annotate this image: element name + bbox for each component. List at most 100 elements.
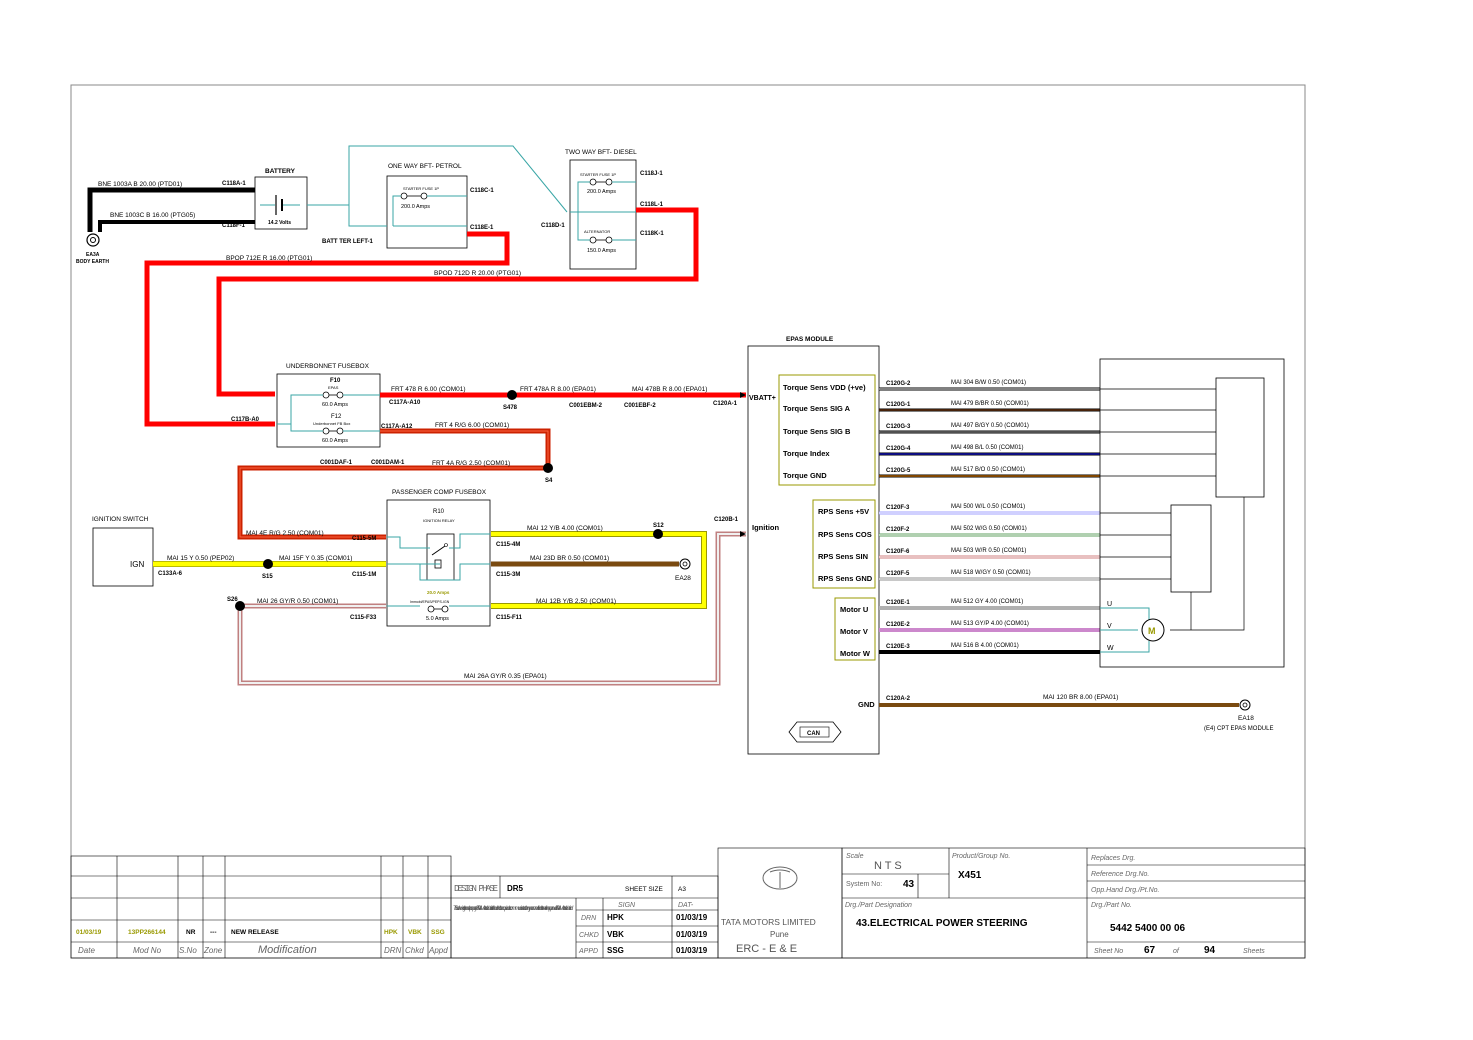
motor-letter: M <box>1148 626 1156 636</box>
motor: M U V W <box>1100 601 1165 653</box>
svg-text:MAI 23D BR 0.50 (COM01): MAI 23D BR 0.50 (COM01) <box>530 555 609 562</box>
rev-date: 01/03/19 <box>76 929 102 936</box>
epas-harness-wire-label: MAI 513 GY/P 4.00 (COM01) <box>951 621 1029 627</box>
scale-label: Scale <box>846 853 864 860</box>
bft-petrol-fuse-label: STARTER FUSE 1P <box>403 186 439 191</box>
epas-torque-pins: Torque Sens VDD (+ve) Torque Sens SIG A … <box>783 383 866 480</box>
bft-diesel-title: TWO WAY BFT- DIESEL <box>565 149 637 156</box>
tata-logo <box>762 866 798 890</box>
epas-pin: Torque Sens SIG A <box>783 404 851 413</box>
splice-s478 <box>507 390 517 400</box>
reference-label: Reference Drg.No. <box>1091 871 1149 878</box>
bft-petrol: ONE WAY BFT- PETROL STARTER FUSE 1P 200.… <box>322 163 494 249</box>
bft-diesel-conn-k: C118K-1 <box>640 231 664 237</box>
bft-petrol-title: ONE WAY BFT- PETROL <box>388 163 462 170</box>
chkd-name: VBK <box>607 930 624 939</box>
drn-date: 01/03/19 <box>676 913 708 922</box>
epas-harness-connector: C120G-4 <box>886 446 911 452</box>
svg-text:C001EBF-2: C001EBF-2 <box>624 403 656 409</box>
drn-name: HPK <box>607 913 624 922</box>
opp-label: Opp.Hand Drg./Pt.No. <box>1091 887 1160 894</box>
city: Pune <box>770 930 789 939</box>
bft-diesel-conn-j: C118J-1 <box>640 171 663 177</box>
chkd-label: CHKD <box>579 932 599 939</box>
epas-motor-group <box>834 597 876 661</box>
svg-text:FRT 478A R 8.00 (EPA01): FRT 478A R 8.00 (EPA01) <box>520 386 596 393</box>
pcfb-conn-5m: C115-5M <box>352 536 376 542</box>
bft-diesel: TWO WAY BFT- DIESEL STARTER FUSE 1P 200.… <box>541 149 664 270</box>
svg-text:S12: S12 <box>653 523 664 529</box>
dept: ERC - E & E <box>736 943 797 955</box>
svg-text:MAI 12 Y/B 4.00 (COM01): MAI 12 Y/B 4.00 (COM01) <box>527 525 603 532</box>
epas-pin: RPS Sens COS <box>818 530 872 539</box>
rev-mod: 13PP266144 <box>128 929 166 936</box>
epas-harness-connector: C120G-2 <box>886 381 911 387</box>
battery-conn-neg: C118F-1 <box>222 223 246 229</box>
epas-harness-wire-label: MAI 304 B/W 0.50 (COM01) <box>951 380 1026 386</box>
epas-gnd: GND <box>858 700 875 709</box>
epas-pin: RPS Sens SIN <box>818 552 868 561</box>
drn-label: DRN <box>581 915 597 922</box>
sign-label: SIGN <box>618 902 636 909</box>
pcfb-conn-1m: C115-1M <box>352 572 376 578</box>
epas-motor-pins: Motor U Motor V Motor W <box>840 605 871 658</box>
sheet-no-label: Sheet No <box>1094 948 1123 955</box>
bft-diesel-conn-l: C118L-1 <box>640 202 664 208</box>
epas-harness-wire-label: MAI 518 W/GY 0.50 (COM01) <box>951 570 1031 576</box>
rev-header-appd: Appd <box>428 946 448 955</box>
chkd-date: 01/03/19 <box>676 930 708 939</box>
appd-name: SSG <box>607 946 624 955</box>
ubfb-f12-amps: 60.0 Amps <box>322 438 348 444</box>
gnd-wire-label: MAI 120 BR 8.00 (EPA01) <box>1043 694 1118 701</box>
svg-text:FRT 4A R/G 2.50 (COM01): FRT 4A R/G 2.50 (COM01) <box>432 460 510 467</box>
pcfb-relay-amps: 20.0 Amps <box>427 590 450 595</box>
svg-text:MAI 15F Y 0.35 (COM01): MAI 15F Y 0.35 (COM01) <box>279 555 352 562</box>
svg-text:MAI 4E R/G 2.50 (COM01): MAI 4E R/G 2.50 (COM01) <box>246 530 324 537</box>
epas-harness-connector: C120F-2 <box>886 527 910 533</box>
bft-diesel-fuse2-amps: 150.0 Amps <box>587 248 616 254</box>
pcfb-title: PASSENGER COMP FUSEBOX <box>392 489 487 496</box>
motor-v: V <box>1107 623 1112 630</box>
battery-link-wire-2 <box>307 190 330 215</box>
gnd-ea: EA18 <box>1238 715 1254 722</box>
battery-title: BATTERY <box>265 168 296 175</box>
replaces-label: Replaces Drg. <box>1091 855 1135 862</box>
epas-harness-wire-label: MAI 516 B 4.00 (COM01) <box>951 643 1019 649</box>
epas-pin: Torque Sens VDD (+ve) <box>783 383 866 392</box>
epas-harness-connector: C120G-5 <box>886 468 911 474</box>
pcfb-conn-4m: C115-4M <box>496 542 520 548</box>
splice-s4 <box>543 463 553 473</box>
epas-harness-wire-label: MAI 500 W/L 0.50 (COM01) <box>951 504 1025 510</box>
appd-date: 01/03/19 <box>676 946 708 955</box>
earth-wire-1-label: BNE 1003A B 20.00 (PTD01) <box>98 181 182 188</box>
bft-diesel-fuse1-amps: 200.0 Amps <box>587 189 616 195</box>
design-phase-label: DESIGN PHASE <box>454 884 498 894</box>
rev-header-zone: Zone <box>203 946 223 955</box>
product: X451 <box>958 870 982 881</box>
epas-harness-connector: C120F-3 <box>886 505 910 511</box>
rev-header-drn: DRN <box>384 946 402 955</box>
rev-modification: NEW RELEASE <box>231 929 279 936</box>
epas-pin: RPS Sens GND <box>818 574 873 583</box>
sheet-size: A3 <box>678 886 686 893</box>
ubfb-f10: F10 <box>330 378 341 384</box>
svg-text:C120A-1: C120A-1 <box>713 401 738 407</box>
battery-link-wire <box>307 145 568 213</box>
epas-pin: Motor W <box>840 649 871 658</box>
wire-bpod-label: BPOD 712D R 20.00 (PTG01) <box>434 270 521 277</box>
battery: BATTERY 14.2 Volts C118A-1 C118F-1 <box>222 168 308 230</box>
splice-s15 <box>263 559 273 569</box>
ubfb-f10-name: EPAS <box>328 385 339 390</box>
epas-ignition: Ignition <box>752 523 779 532</box>
part-desig-label: Drg./Part Designation <box>845 902 912 909</box>
epas-harness-wire-label: MAI 479 B/BR 0.50 (COM01) <box>951 401 1029 407</box>
earth-label: BODY EARTH <box>76 259 109 265</box>
feed-wires <box>144 207 699 427</box>
pcfb-conn-f11: C115-F11 <box>496 615 523 621</box>
battery-conn-pos: C118A-1 <box>222 181 246 187</box>
sheets-label: Sheets <box>1243 948 1265 955</box>
pcfb-conn-f33: C115-F33 <box>350 615 377 621</box>
motor-w: W <box>1107 645 1114 652</box>
title-block: 01/03/19 13PP266144 HPK VBK SSG NR --- N… <box>70 847 1306 959</box>
